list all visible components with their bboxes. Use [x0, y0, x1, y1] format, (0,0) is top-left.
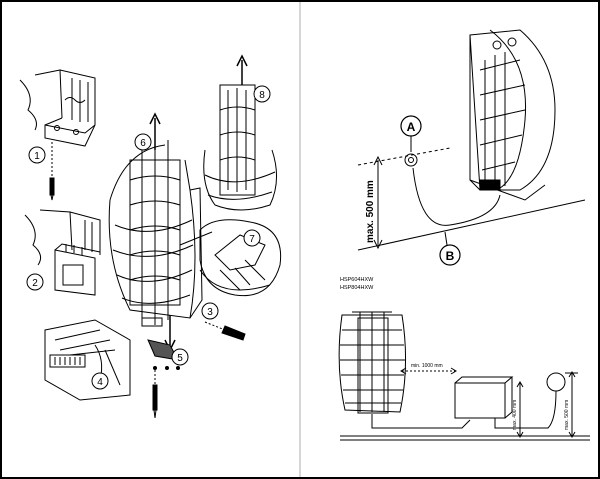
- step-callout-7: 7: [243, 229, 261, 247]
- step-number: 7: [249, 234, 255, 245]
- model-code-2: HSP804HXW: [340, 285, 374, 291]
- step-number: 1: [34, 151, 40, 162]
- step4-illustration: [44, 319, 131, 401]
- step-number: 4: [97, 377, 103, 388]
- step-number: 3: [207, 307, 213, 318]
- max-box-height-label: max. 400 mm: [512, 400, 518, 430]
- power-outlet: [546, 372, 566, 392]
- floor-line: [357, 199, 586, 251]
- max-outlet-height-label: max. 500 mm: [564, 400, 570, 430]
- step-number: 2: [32, 278, 38, 289]
- step-callouts: 1 2 3 4 5 6 7 8: [26, 85, 271, 390]
- step-callout-5: 5: [171, 348, 189, 366]
- max-height-label: max. 500 mm: [365, 180, 376, 243]
- cable: [412, 167, 501, 226]
- step1-illustration: [19, 69, 96, 201]
- scheme-floor: [340, 435, 590, 441]
- callout-b-label: B: [446, 249, 455, 263]
- step-number: 8: [259, 90, 265, 101]
- step-number: 5: [177, 353, 183, 364]
- model-code-1: HSP604HXW: [340, 277, 374, 283]
- step-callout-3: 3: [201, 302, 219, 320]
- callout-a-label: A: [407, 120, 416, 134]
- step-number: 6: [140, 138, 146, 149]
- main-heater-illustration: [108, 112, 246, 419]
- step8-illustration: [203, 54, 277, 211]
- wall-heater-illustration: [469, 29, 556, 201]
- callout-b: B: [439, 244, 461, 266]
- left-page-illustrations: [19, 54, 282, 419]
- min-distance-label: min. 1000 mm: [411, 363, 443, 369]
- step7-illustration: [179, 219, 282, 297]
- control-box: [454, 382, 506, 419]
- scheme-heater: [338, 311, 407, 414]
- right-page-illustrations: [338, 29, 590, 441]
- step2-illustration: [24, 209, 101, 296]
- reference-line: [357, 147, 451, 166]
- step-callout-2: 2: [26, 273, 44, 291]
- step-callout-4: 4: [91, 372, 109, 390]
- step-callout-1: 1: [28, 146, 46, 164]
- step-callout-8: 8: [253, 85, 271, 103]
- step-callout-6: 6: [134, 133, 152, 151]
- callout-a: A: [400, 115, 422, 137]
